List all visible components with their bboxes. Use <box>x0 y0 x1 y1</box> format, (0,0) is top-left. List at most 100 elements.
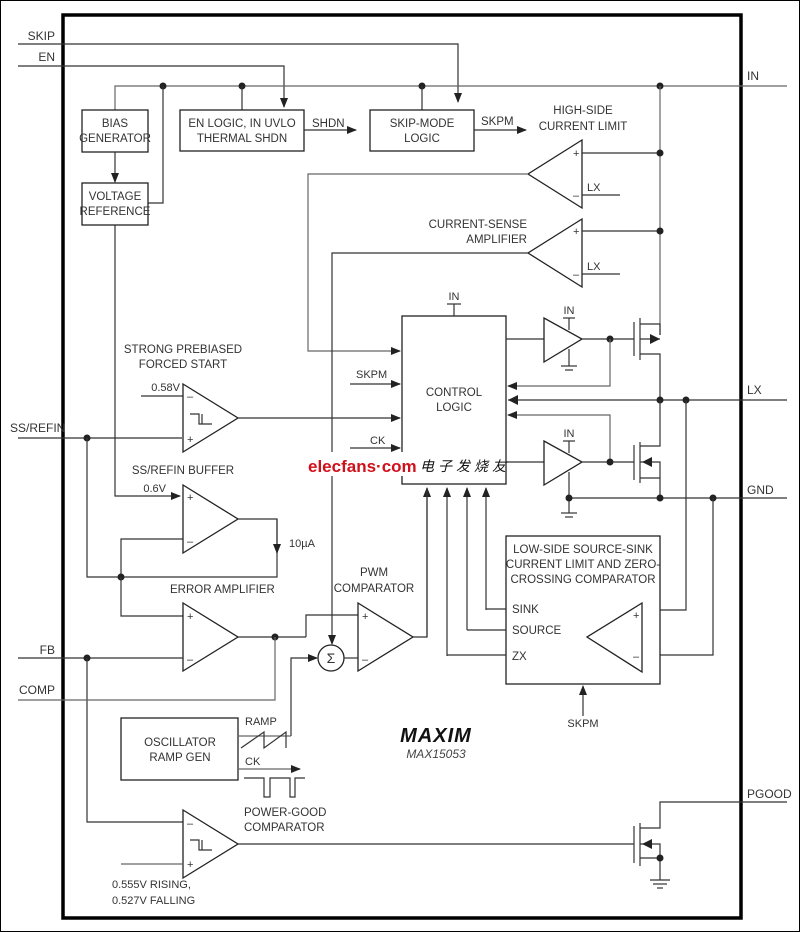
svg-text:CROSSING COMPARATOR: CROSSING COMPARATOR <box>510 574 655 586</box>
voltage-reference-block: VOLTAGE REFERENCE <box>80 182 151 226</box>
comp-pin: COMP <box>18 637 276 701</box>
skip-mode-logic-block: SKIP-MODE LOGIC <box>369 109 475 152</box>
svg-text:FORCED START: FORCED START <box>139 359 227 371</box>
svg-text:+: + <box>187 611 193 623</box>
chip-outline <box>61 13 743 920</box>
svg-text:LOGIC: LOGIC <box>404 133 440 145</box>
pgood-output: PGOOD <box>633 787 792 889</box>
svg-text:SKPM: SKPM <box>356 369 387 381</box>
svg-text:SKIP-MODE: SKIP-MODE <box>390 118 455 130</box>
svg-text:FB: FB <box>40 643 55 657</box>
high-side-driver: IN <box>506 305 661 400</box>
svg-text:GENERATOR: GENERATOR <box>79 133 151 145</box>
svg-text:SINK: SINK <box>512 604 539 616</box>
power-good-comparator: POWER-GOOD COMPARATOR – + 0.555V RISING,… <box>112 807 634 907</box>
svg-text:REFERENCE: REFERENCE <box>80 206 151 218</box>
fb-pin: FB <box>18 643 183 823</box>
svg-text:LOW-SIDE SOURCE-SINK: LOW-SIDE SOURCE-SINK <box>513 544 653 556</box>
svg-text:CURRENT-SENSE: CURRENT-SENSE <box>429 219 528 231</box>
svg-text:–: – <box>362 654 369 666</box>
svg-text:–: – <box>187 536 194 548</box>
current-sense-amplifier: CURRENT-SENSE AMPLIFIER + – LX <box>331 217 664 612</box>
svg-text:10µA: 10µA <box>289 538 316 550</box>
svg-text:LOGIC: LOGIC <box>436 402 472 414</box>
svg-text:+: + <box>633 610 639 622</box>
in-rail: IN <box>114 69 787 335</box>
svg-text:CURRENT LIMIT: CURRENT LIMIT <box>539 121 628 133</box>
svg-text:CK: CK <box>245 756 261 768</box>
lx-rail: LX <box>508 383 787 611</box>
svg-text:+: + <box>187 434 193 446</box>
error-amplifier: ERROR AMPLIFIER + – <box>120 577 358 673</box>
svg-text:0.58V: 0.58V <box>151 382 180 394</box>
svg-text:RAMP: RAMP <box>245 716 277 728</box>
svg-text:SOURCE: SOURCE <box>512 625 562 637</box>
svg-text:PWM: PWM <box>360 567 388 579</box>
svg-text:HIGH-SIDE: HIGH-SIDE <box>553 105 613 117</box>
svg-text:IN: IN <box>564 428 575 440</box>
svg-text:0.555V RISING,: 0.555V RISING, <box>112 879 191 891</box>
ss-refin-pin: SS/REFIN <box>10 421 278 578</box>
svg-text:ERROR AMPLIFIER: ERROR AMPLIFIER <box>170 584 275 596</box>
svg-text:–: – <box>573 269 580 281</box>
svg-text:电子发烧友: 电子发烧友 <box>420 459 510 475</box>
svg-text:0.527V FALLING: 0.527V FALLING <box>112 895 195 907</box>
svg-text:AMPLIFIER: AMPLIFIER <box>466 234 527 246</box>
svg-text:ZX: ZX <box>512 651 527 663</box>
svg-text:+: + <box>187 492 193 504</box>
prebiased-start-comparator: STRONG PREBIASED FORCED START 0.58V – + <box>124 344 401 454</box>
svg-text:elecfans·com: elecfans·com <box>308 457 417 476</box>
svg-text:+: + <box>362 611 368 623</box>
svg-text:CK: CK <box>370 435 386 447</box>
svg-text:COMPARATOR: COMPARATOR <box>334 583 415 595</box>
svg-text:COMP: COMP <box>19 683 55 697</box>
svg-text:BIAS: BIAS <box>102 118 129 130</box>
low-side-comparator-block: LOW-SIDE SOURCE-SINK CURRENT LIMIT AND Z… <box>447 535 661 730</box>
maxim-logo: MAXIM MAX15053 <box>400 725 471 761</box>
watermark: elecfans·com 电子发烧友 <box>306 452 510 476</box>
svg-text:LX: LX <box>747 383 762 397</box>
svg-text:SS/REFIN: SS/REFIN <box>10 421 65 435</box>
svg-text:–: – <box>187 391 194 403</box>
svg-text:THERMAL SHDN: THERMAL SHDN <box>197 133 287 145</box>
svg-text:PGOOD: PGOOD <box>747 787 792 801</box>
skip-pin: SKIP <box>18 29 462 103</box>
svg-text:–: – <box>187 654 194 666</box>
pwm-comparator: PWM COMPARATOR + – Σ <box>290 487 431 736</box>
control-logic-inputs <box>426 487 490 656</box>
svg-text:LX: LX <box>587 182 601 194</box>
svg-text:STRONG PREBIASED: STRONG PREBIASED <box>124 344 242 356</box>
svg-text:IN: IN <box>564 305 575 317</box>
svg-text:RAMP GEN: RAMP GEN <box>149 752 210 764</box>
svg-text:SS/REFIN BUFFER: SS/REFIN BUFFER <box>132 465 234 477</box>
svg-text:EN LOGIC, IN UVLO: EN LOGIC, IN UVLO <box>188 118 295 130</box>
low-side-driver: IN <box>506 400 661 518</box>
oscillator-ramp-gen: OSCILLATOR RAMP GEN RAMP CK <box>120 716 305 798</box>
svg-text:+: + <box>573 148 579 160</box>
svg-text:POWER-GOOD: POWER-GOOD <box>244 807 326 819</box>
svg-text:LX: LX <box>587 261 601 273</box>
shdn-label: SHDN <box>312 118 345 130</box>
high-side-current-limit: HIGH-SIDE CURRENT LIMIT + – LX <box>307 105 664 355</box>
svg-text:CONTROL: CONTROL <box>426 387 483 399</box>
ss-refin-buffer: SS/REFIN BUFFER 0.6V + – 10µA <box>117 465 316 581</box>
svg-text:–: – <box>573 190 580 202</box>
skpm-label: SKPM <box>481 116 514 128</box>
svg-text:IN: IN <box>747 69 759 83</box>
svg-text:EN: EN <box>38 50 55 64</box>
en-pin: EN <box>18 50 288 108</box>
svg-text:+: + <box>187 859 193 871</box>
svg-text:IN: IN <box>449 291 460 303</box>
bias-generator-block: BIAS GENERATOR <box>79 109 151 153</box>
en-logic-block: EN LOGIC, IN UVLO THERMAL SHDN <box>179 109 305 152</box>
svg-text:–: – <box>633 651 640 663</box>
svg-text:–: – <box>187 818 194 830</box>
svg-text:SKPM: SKPM <box>567 718 598 730</box>
svg-text:SKIP: SKIP <box>28 29 55 43</box>
svg-text:OSCILLATOR: OSCILLATOR <box>144 737 216 749</box>
svg-text:Σ: Σ <box>327 650 336 666</box>
svg-text:CURRENT LIMIT AND ZERO-: CURRENT LIMIT AND ZERO- <box>506 559 660 571</box>
svg-text:VOLTAGE: VOLTAGE <box>89 191 142 203</box>
svg-text:0.6V: 0.6V <box>143 483 166 495</box>
